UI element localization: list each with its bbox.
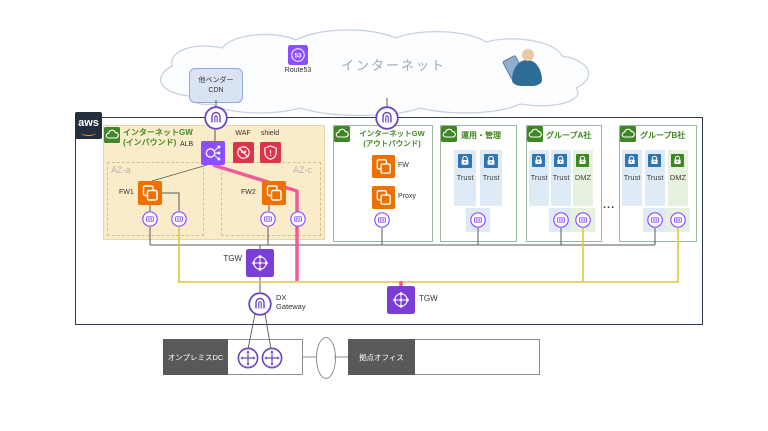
az-a-box [107, 162, 204, 236]
tgw-sub-icon [387, 286, 415, 314]
internet-label: インターネット [341, 58, 447, 73]
alb-label: ALB [180, 141, 194, 148]
shield-label: shield [260, 130, 280, 137]
endpoint-icon-az-c-1 [260, 211, 276, 227]
endpoint-icon-ops [470, 212, 486, 228]
endpoint-icon-az-a-1 [142, 211, 158, 227]
inbound-vpc-icon [104, 127, 120, 143]
group-b-trust1-label: Trust [623, 173, 641, 182]
group-a-dmz-label: DMZ [574, 173, 592, 182]
fw2-label: FW2 [241, 189, 256, 196]
inbound-title-line2: (インバウンド) [123, 138, 177, 147]
route53-label: Route53 [284, 67, 312, 74]
az-c-label: AZ-c [293, 165, 312, 175]
endpoint-icon-group-a-2 [575, 212, 591, 228]
ops-title: 運用・管理 [461, 131, 501, 140]
ops-trust1-label: Trust [456, 173, 474, 182]
alb-icon [201, 141, 225, 165]
outbound-title: インターネットGW (アウトバウンド) [352, 129, 432, 149]
laptop-icon [464, 349, 490, 366]
inbound-title-line1: インターネットGW [123, 128, 193, 137]
endpoint-icon-group-b-2 [670, 212, 686, 228]
dx-gateway-icon [248, 292, 272, 316]
inbound-title: インターネットGW (インバウンド) [123, 128, 193, 148]
az-a-label: AZ-a [111, 165, 131, 175]
fw1-label: FW1 [119, 189, 134, 196]
internet-cloud [160, 29, 590, 117]
fw2-icon [262, 181, 286, 205]
user-icon [501, 49, 548, 89]
aws-smile-icon [81, 130, 96, 136]
outbound-title-line1: インターネットGW [359, 129, 425, 138]
fw1-icon [138, 181, 162, 205]
outbound-proxy-icon [372, 186, 395, 209]
cdn-label-line2: CDN [208, 86, 224, 94]
group-b-dmz-label: DMZ [669, 173, 687, 182]
route53-icon: 53 [288, 45, 308, 65]
outbound-vpc-icon [334, 126, 350, 142]
router-icon-1 [237, 347, 259, 369]
dx-label-line2: Gateway [276, 302, 306, 311]
internet-gateway-icon-left [204, 106, 228, 130]
outbound-proxy-label: Proxy [398, 193, 416, 200]
svg-text:53: 53 [295, 52, 302, 59]
branch-office-text: 拠点オフィス [359, 352, 404, 362]
tgw-main-icon [246, 249, 274, 277]
outbound-fw-icon [372, 155, 395, 178]
dx-gateway-label: DX Gateway [276, 293, 306, 311]
endpoint-icon-group-a-1 [553, 212, 569, 228]
group-a-trust1-lock-icon [532, 154, 545, 167]
internet-gateway-icon-right [375, 106, 399, 130]
endpoint-icon-az-c-2 [290, 211, 306, 227]
group-a-dmz-lock-icon [576, 154, 589, 167]
dx-label-line1: DX [276, 293, 287, 302]
group-a-trust2-label: Trust [552, 173, 570, 182]
group-b-trust2-label: Trust [646, 173, 664, 182]
aws-logo-text: aws [78, 117, 99, 129]
more-groups-ellipsis: ... [603, 199, 616, 211]
endpoint-icon-az-a-2 [171, 211, 187, 227]
tgw-sub-label: TGW [419, 294, 438, 303]
onprem-dc-label: オンプレミスDC [163, 339, 228, 375]
ops-trust2-lock-icon [484, 154, 498, 168]
outbound-fw-label: FW [398, 162, 409, 169]
group-a-vpc-icon [527, 126, 543, 142]
waf-label: WAF [235, 130, 251, 137]
group-b-vpc-icon [620, 126, 636, 142]
router-icon-2 [261, 347, 283, 369]
tgw-main-label: TGW [223, 254, 242, 263]
ops-trust1-lock-icon [458, 154, 472, 168]
onprem-dc-text: オンプレミスDC [167, 352, 224, 362]
cdn-label-line1: 他ベンダー [198, 76, 234, 84]
ops-trust2-label: Trust [482, 173, 500, 182]
cdn-box: 他ベンダー CDN [189, 68, 243, 103]
ops-vpc-icon [441, 126, 457, 142]
aws-logo: aws [75, 112, 102, 139]
group-a-trust2-lock-icon [554, 154, 567, 167]
branch-office-label: 拠点オフィス [348, 339, 415, 375]
group-b-dmz-lock-icon [671, 154, 684, 167]
group-a-title: グループA社 [546, 131, 592, 140]
group-b-title: グループB社 [640, 131, 686, 140]
wan-ellipse [316, 337, 336, 379]
group-b-trust1-lock-icon [625, 154, 638, 167]
waf-icon [233, 142, 254, 163]
endpoint-icon-outbound [374, 212, 390, 228]
group-a-trust1-label: Trust [530, 173, 548, 182]
endpoint-icon-group-b-1 [647, 212, 663, 228]
outbound-title-line2: (アウトバウンド) [363, 139, 421, 148]
shield-icon [260, 142, 281, 163]
group-b-trust2-lock-icon [648, 154, 661, 167]
